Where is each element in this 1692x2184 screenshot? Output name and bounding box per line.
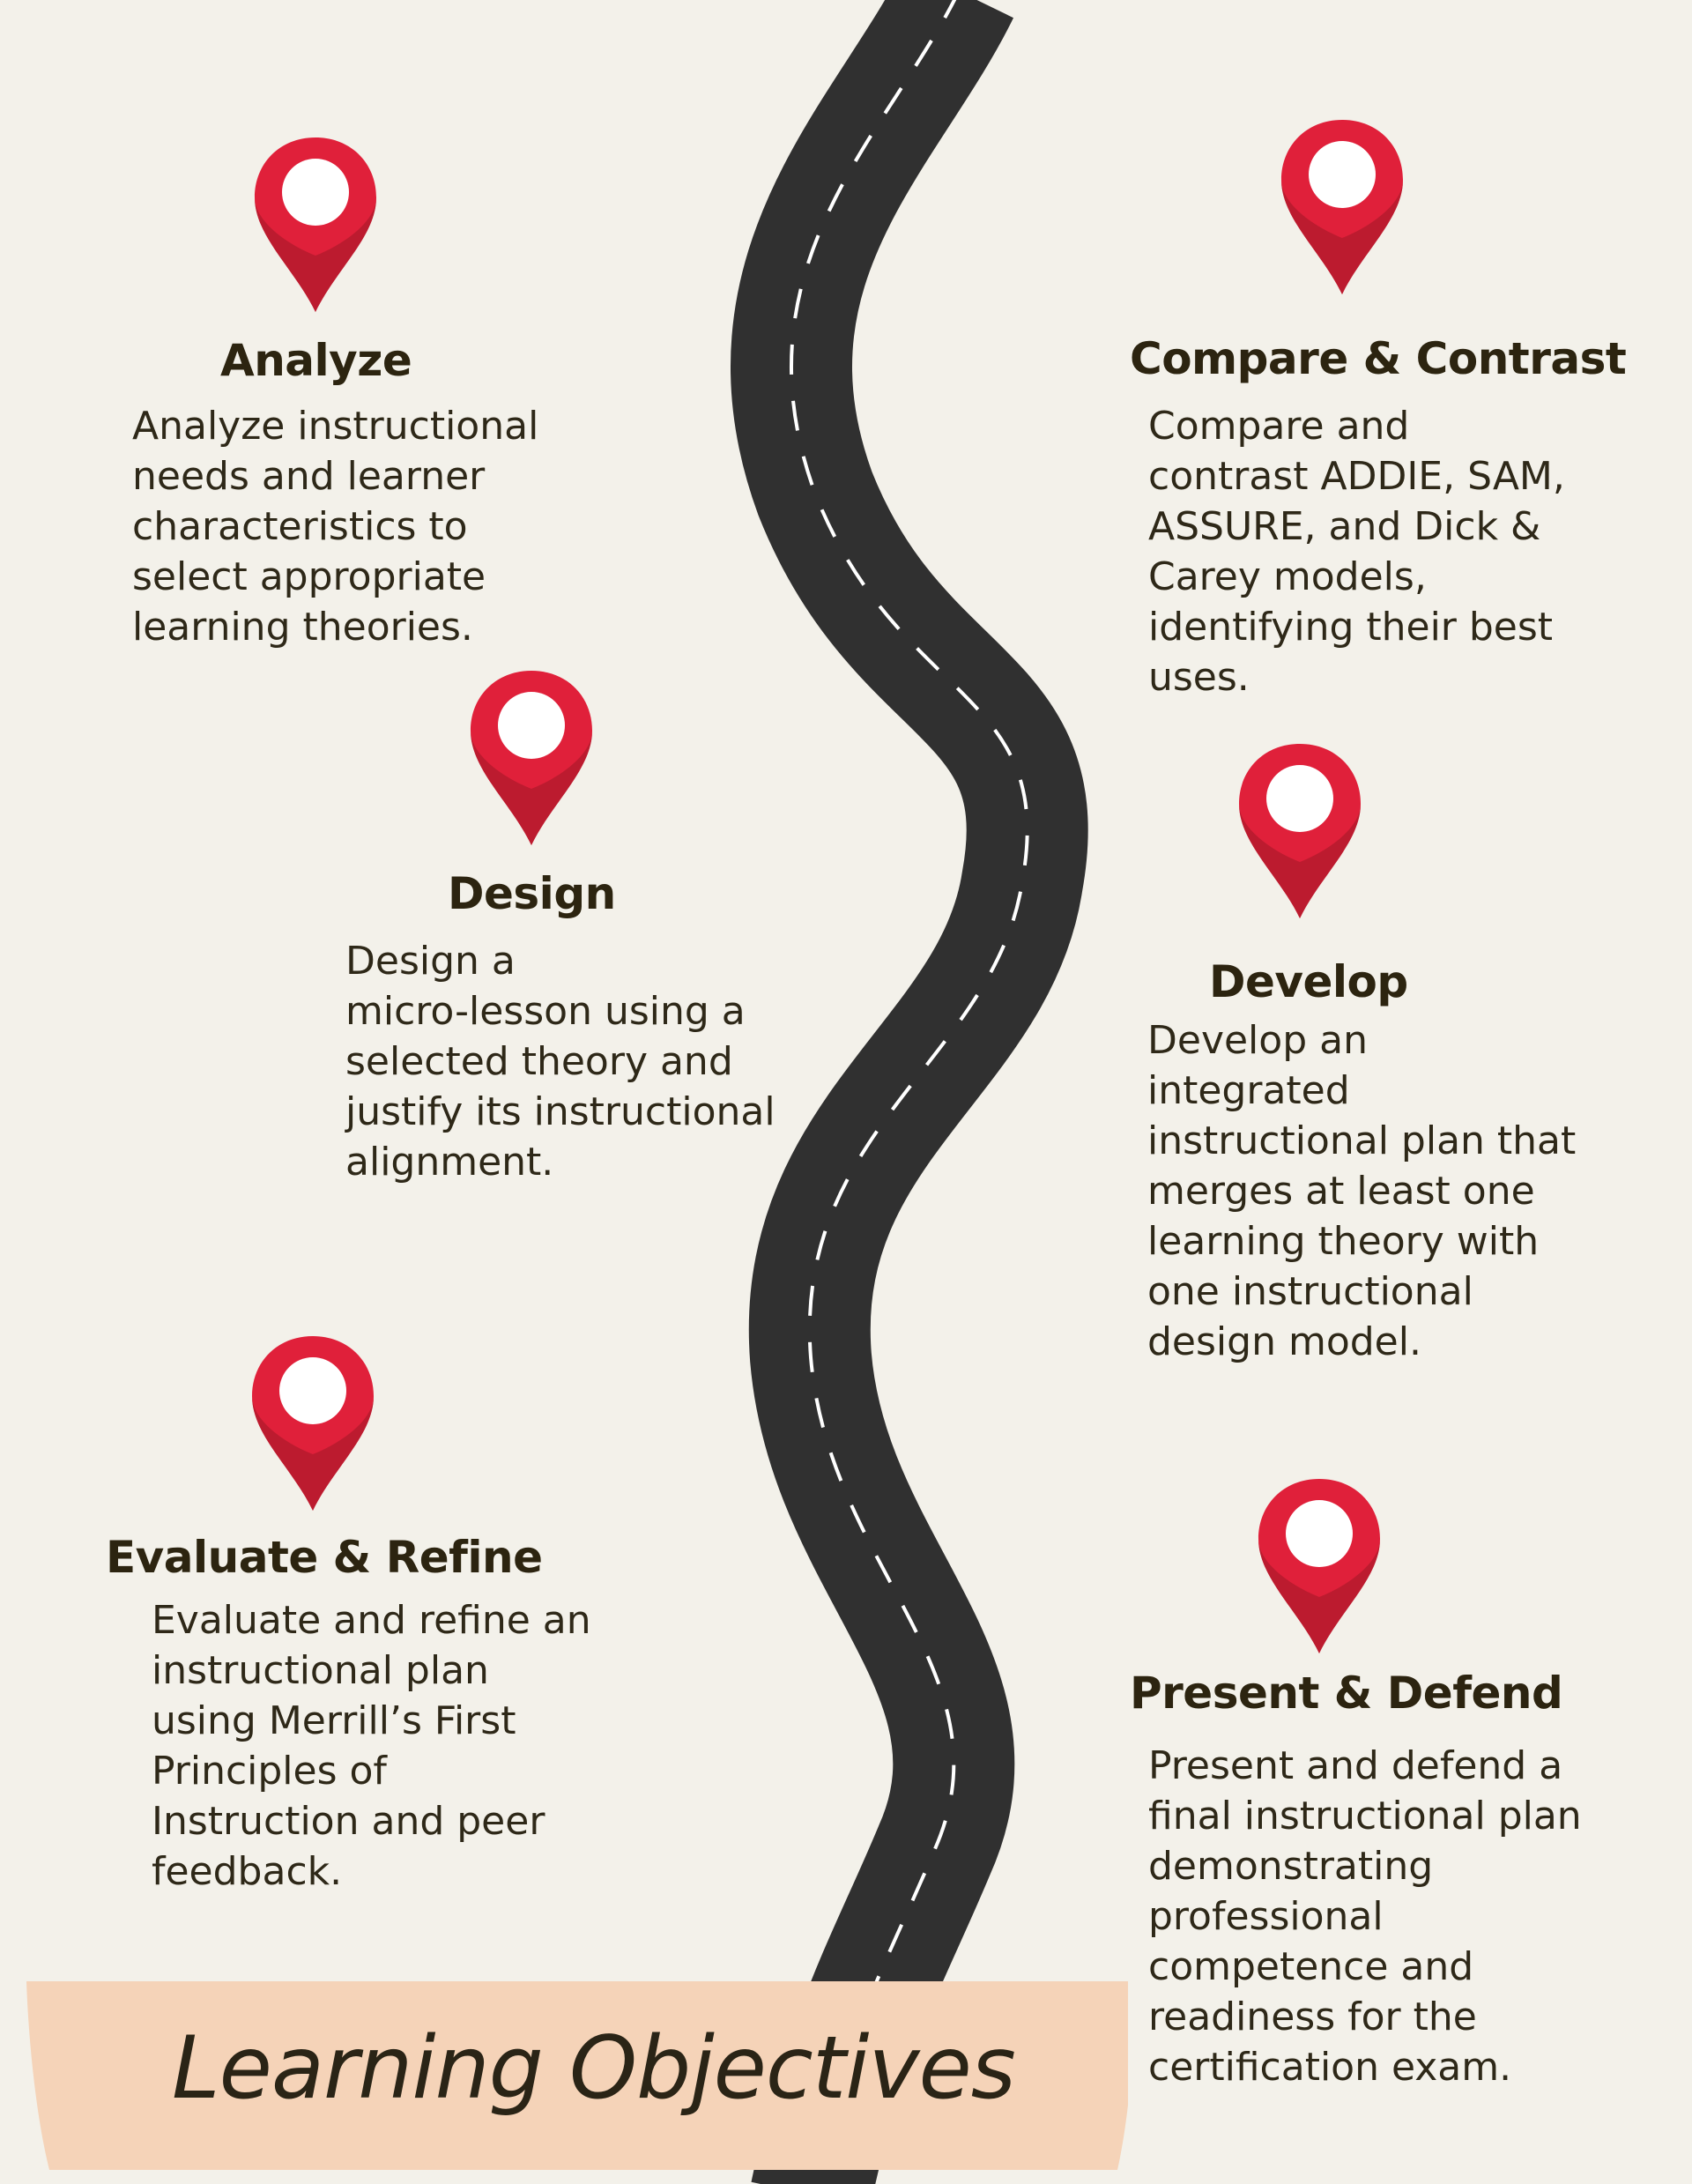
location-pin-icon [255, 137, 376, 312]
objective-heading: Evaluate & Refine [106, 1532, 543, 1583]
description-line: Develop an [1147, 1018, 1368, 1063]
road-center-dashes [790, 0, 1029, 2184]
objective-heading: Analyze [220, 335, 412, 386]
description-line: competence and [1148, 1944, 1474, 1989]
objective-description: Compare and contrast ADDIE, SAM, ASSURE,… [1148, 401, 1565, 702]
description-line: using Merrill’s First [152, 1698, 516, 1743]
description-line: Evaluate and refine an [152, 1598, 591, 1643]
description-line: integrated [1147, 1068, 1350, 1113]
objective-heading: Develop [1209, 956, 1408, 1007]
description-line: learning theories. [132, 605, 473, 650]
objective-heading: Design [448, 868, 616, 919]
description-line: Carey models, [1148, 554, 1427, 599]
description-line: one instructional [1147, 1269, 1473, 1314]
description-line: contrast ADDIE, SAM, [1148, 454, 1565, 499]
description-line: micro-lesson using a [345, 989, 746, 1034]
description-line: identifying their best [1148, 605, 1554, 650]
location-pin-icon [1239, 744, 1361, 918]
objective-description: Present and defend a final instructional… [1148, 1741, 1582, 2092]
description-line: Principles of [152, 1749, 387, 1794]
location-pin-icon [1281, 120, 1403, 294]
objective-description: Design a micro-lesson using a selected t… [345, 936, 776, 1187]
objective-description: Evaluate and refine an instructional pla… [152, 1595, 591, 1897]
location-pin-icon [252, 1336, 374, 1511]
objective-heading: Present & Defend [1130, 1668, 1563, 1719]
description-line: Design a [345, 939, 516, 984]
objective-heading: Compare & Contrast [1130, 333, 1627, 384]
description-line: justify its instructional [345, 1089, 776, 1134]
description-line: demonstrating [1148, 1844, 1434, 1889]
description-line: merges at least one [1147, 1169, 1535, 1214]
description-line: Present and defend a [1148, 1743, 1563, 1788]
description-line: instructional plan that [1147, 1118, 1577, 1163]
location-pin-icon [1258, 1479, 1380, 1653]
description-line: needs and learner [132, 454, 486, 499]
title-banner [26, 1981, 1128, 2170]
description-line: learning theory with [1147, 1219, 1540, 1264]
page-title: Learning Objectives [172, 2018, 1016, 2119]
description-line: Analyze instructional [132, 404, 539, 449]
description-line: certification exam. [1148, 2045, 1512, 2090]
banner-shape [26, 1981, 1128, 2170]
description-line: instructional plan [152, 1648, 489, 1693]
description-line: feedback. [152, 1849, 343, 1894]
description-line: final instructional plan [1148, 1794, 1582, 1839]
description-line: characteristics to [132, 504, 468, 549]
objective-description: Develop an integrated instructional plan… [1147, 1015, 1576, 1367]
location-pin-icon [471, 671, 592, 845]
description-line: Instruction and peer [152, 1799, 545, 1844]
objective-description: Analyze instructional needs and learner … [132, 401, 538, 652]
description-line: ASSURE, and Dick & [1148, 504, 1541, 549]
description-line: alignment. [345, 1140, 554, 1185]
description-line: select appropriate [132, 554, 486, 599]
description-line: readiness for the [1148, 1995, 1477, 2039]
description-line: Compare and [1148, 404, 1410, 449]
description-line: design model. [1147, 1319, 1421, 1364]
description-line: uses. [1148, 655, 1250, 700]
description-line: selected theory and [345, 1039, 733, 1084]
description-line: professional [1148, 1894, 1384, 1939]
